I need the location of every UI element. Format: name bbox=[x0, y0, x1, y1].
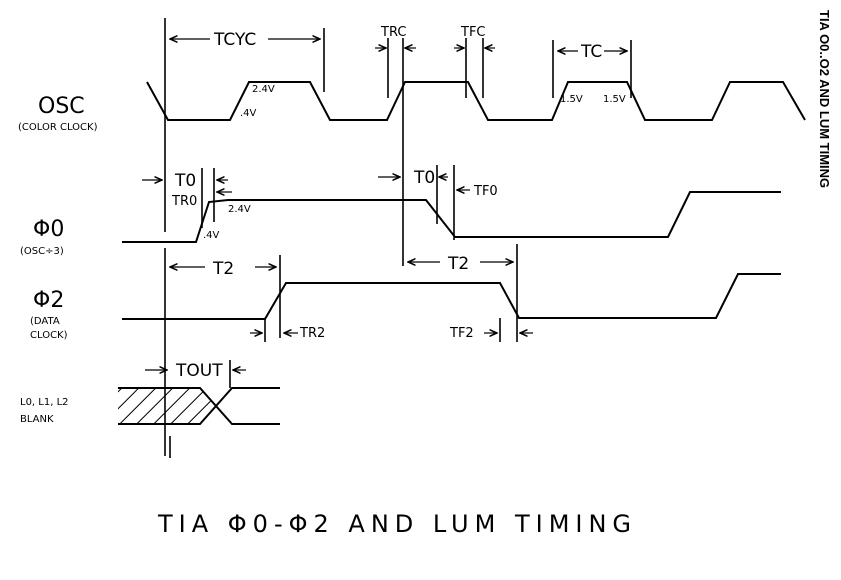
phi0-level-high: 2.4V bbox=[228, 204, 251, 215]
tf0-label: TF0 bbox=[473, 184, 498, 199]
lum-waveform-bottom bbox=[118, 387, 280, 425]
phi0-sublabel: (OSC÷3) bbox=[20, 246, 64, 257]
tfc-label: TFC bbox=[460, 25, 486, 40]
phi0-label: Φ0 bbox=[33, 217, 64, 242]
lum-label-1: L0, L1, L2 bbox=[20, 397, 69, 408]
trc-label: TRC bbox=[380, 25, 406, 40]
tf2-label: TF2 bbox=[449, 326, 474, 341]
tout-label: TOUT bbox=[175, 361, 223, 381]
lum-invalid-region bbox=[118, 388, 215, 424]
t0a-label: T0 bbox=[174, 171, 196, 191]
osc-level-mid-2: 1.5V bbox=[603, 94, 626, 105]
osc-label: OSC bbox=[38, 94, 85, 119]
phi0-waveform bbox=[122, 191, 781, 243]
osc-sublabel: (COLOR CLOCK) bbox=[18, 122, 98, 133]
phi2-sublabel-2: CLOCK) bbox=[30, 330, 68, 341]
osc-level-high: 2.4V bbox=[252, 84, 275, 95]
osc-waveform bbox=[146, 81, 806, 121]
phi2-sublabel-1: (DATA bbox=[30, 316, 60, 327]
t2b-label: T2 bbox=[447, 254, 469, 274]
side-title: TIA O0..O2 AND LUM TIMING bbox=[817, 10, 832, 188]
tcyc-label: TCYC bbox=[213, 30, 256, 50]
osc-level-low: .4V bbox=[240, 108, 257, 119]
phi2-waveform bbox=[122, 273, 781, 320]
lum-label-2: BLANK bbox=[20, 414, 54, 425]
phi0-level-low: .4V bbox=[203, 230, 220, 241]
osc-level-mid-1: 1.5V bbox=[560, 94, 583, 105]
tr0-label: TR0 bbox=[171, 194, 197, 209]
t0b-label: T0 bbox=[413, 168, 435, 188]
diagram-title: TIA Φ0-Φ2 AND LUM TIMING bbox=[157, 510, 637, 538]
t2a-label: T2 bbox=[212, 259, 234, 279]
tr2-label: TR2 bbox=[299, 326, 325, 341]
tc-label: TC bbox=[580, 42, 602, 62]
phi2-label: Φ2 bbox=[33, 288, 64, 313]
